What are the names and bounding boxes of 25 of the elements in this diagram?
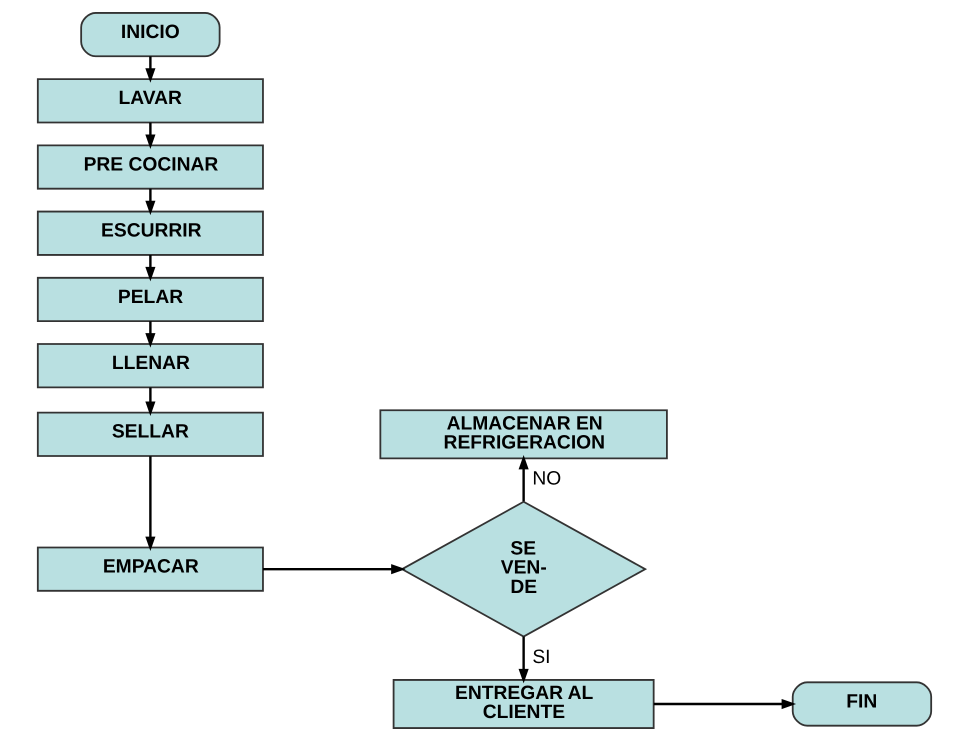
node-box: ALMACENAR EN REFRIGERACION [379,409,668,460]
node-box: PRE COCINAR [36,144,264,190]
arrow [145,387,156,416]
node-box: LAVAR [36,78,264,124]
node-box: ENTREGAR AL CLIENTE [392,679,655,729]
arrow [145,56,156,83]
edge-label: NO [532,468,562,490]
arrow [145,456,156,552]
node-box: EMPACAR [36,546,264,592]
edge-label: SI [532,646,551,668]
arrow [145,122,156,149]
node-box: LLENAR [36,343,264,388]
node-box: INICIO [80,12,221,58]
arrow [145,188,156,216]
arrow [145,255,156,282]
node-box: PELAR [36,276,264,322]
arrow [518,636,529,684]
node-diamond: SE VEN- DE [400,500,648,638]
node-box: FIN [792,681,932,727]
arrow [654,698,796,710]
arrow [518,454,529,502]
node-box: SELLAR [36,412,264,457]
arrow [145,321,156,348]
arrow [263,564,406,574]
node-box: ESCURRIR [36,210,264,256]
